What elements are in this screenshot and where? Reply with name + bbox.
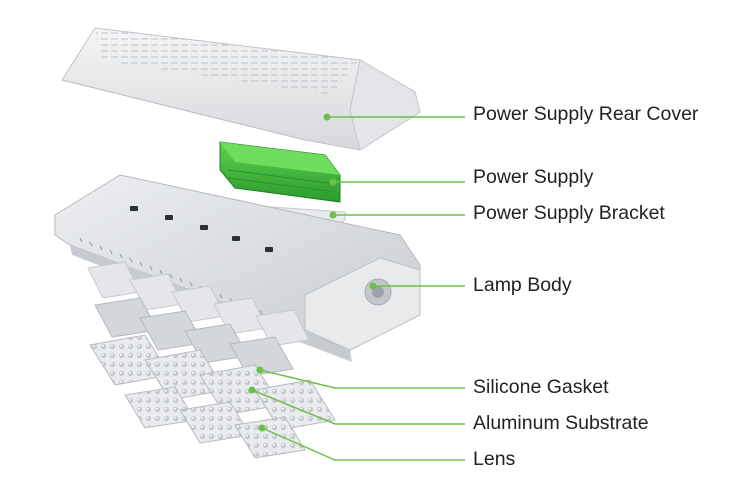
label-lens: Lens	[473, 448, 516, 470]
label-silicone-gasket: Silicone Gasket	[473, 376, 609, 398]
leader-line-lens	[261, 427, 465, 461]
power-supply-shape	[219, 141, 341, 203]
leader-lines	[251, 116, 465, 461]
leader-line-aluminum-substrate	[251, 389, 465, 425]
label-power-supply-bracket: Power Supply Bracket	[473, 202, 665, 224]
lens-shapes	[89, 334, 336, 459]
label-power-supply-rear-cover: Power Supply Rear Cover	[473, 103, 699, 125]
leader-line-silicone-gasket	[259, 369, 465, 389]
leader-dots	[248, 113, 377, 432]
label-lamp-body: Lamp Body	[473, 274, 572, 296]
rear-cover-shape	[61, 27, 421, 151]
label-aluminum-substrate: Aluminum Substrate	[473, 412, 649, 434]
label-power-supply: Power Supply	[473, 166, 594, 188]
